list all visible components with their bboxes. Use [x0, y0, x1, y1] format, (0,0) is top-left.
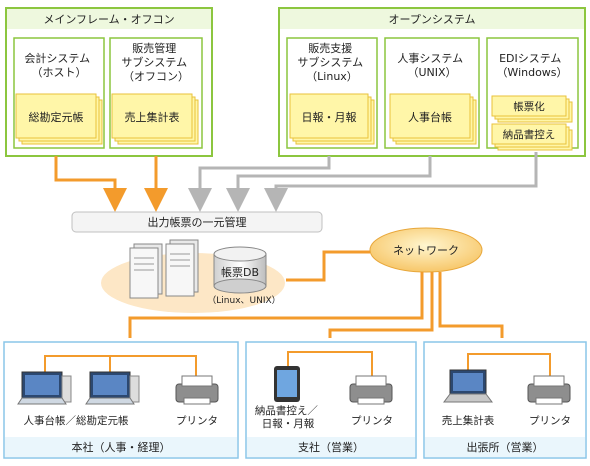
doc-daily-monthly: 日報・月報 — [289, 93, 375, 145]
doc-delivery-copy-label: 納品書控え — [503, 128, 556, 141]
sales-office-printer-caption: プリンタ — [529, 415, 571, 427]
doc-sales-summary: 売上集計表 — [111, 93, 199, 145]
desktop-pc-icon — [17, 371, 72, 405]
doc-personnel-register: 人事台帳 — [389, 93, 477, 145]
edi-system-label: EDIシステム （Windows） — [496, 52, 567, 79]
head-office-pc-caption: 人事台帳／総勘定元帳 — [24, 414, 129, 427]
laptop-icon — [443, 369, 493, 403]
network-cloud: ネットワーク — [369, 227, 483, 273]
tablet-icon — [274, 366, 300, 402]
doc-general-ledger: 総勘定元帳 — [15, 93, 103, 145]
sales-support-label: 販売支援 サブシステム （Linux） — [297, 41, 366, 83]
central-management-title: 出力帳票の一元管理 — [148, 215, 247, 229]
site-branch: 支社（営業） 納品書控え／ 日報・月報 プリンタ — [245, 341, 417, 459]
doc-general-ledger-label: 総勘定元帳 — [29, 110, 84, 124]
branch-title: 支社（営業） — [298, 440, 364, 454]
branch-tablet-caption: 納品書控え／ 日報・月報 — [255, 404, 321, 430]
network-lines — [128, 250, 504, 338]
site-head-office: 本社（人事・経理） 人事台帳／総勘定元帳 プリンタ — [3, 341, 239, 459]
accounting-system-label: 会計システム （ホスト） — [24, 51, 93, 79]
hr-system-label: 人事システム （UNIX） — [397, 52, 466, 79]
doc-daily-monthly-label: 日報・月報 — [302, 111, 357, 124]
printer-icon — [175, 375, 219, 405]
sales-management-label: 販売管理 サブシステム （オフコン） — [121, 41, 190, 83]
site-sales-office: 出張所（営業） 売上集計表 プリンタ — [423, 341, 587, 459]
open-system-group-title: オープンシステム — [388, 13, 475, 26]
network-label: ネットワーク — [393, 244, 459, 257]
server-area: 帳票DB （Linux、UNIX） — [101, 239, 285, 313]
doc-forms: 帳票化 — [491, 95, 573, 123]
database-os-label: （Linux、UNIX） — [207, 295, 280, 306]
database-icon: 帳票DB — [213, 246, 267, 294]
server-icon — [165, 239, 199, 297]
orange-flow-arrows — [54, 156, 168, 212]
gray-flow-arrows — [188, 152, 538, 212]
mainframe-group-title: メインフレーム・オフコン — [43, 13, 174, 26]
doc-personnel-register-label: 人事台帳 — [408, 110, 452, 124]
sales-office-title: 出張所（営業） — [467, 440, 544, 454]
head-office-title: 本社（人事・経理） — [72, 440, 171, 454]
printer-icon — [527, 375, 571, 405]
printer-icon — [349, 375, 393, 405]
server-icon — [129, 243, 163, 299]
branch-printer-caption: プリンタ — [351, 415, 393, 427]
head-office-printer-caption: プリンタ — [176, 415, 218, 427]
database-label: 帳票DB — [221, 265, 259, 279]
sales-office-laptop-caption: 売上集計表 — [442, 414, 495, 427]
central-management-bar: 出力帳票の一元管理 — [71, 211, 323, 233]
doc-delivery-copy: 納品書控え — [491, 123, 573, 151]
desktop-pc-icon — [85, 371, 140, 405]
doc-forms-label: 帳票化 — [513, 100, 545, 113]
doc-sales-summary-label: 売上集計表 — [125, 110, 180, 124]
